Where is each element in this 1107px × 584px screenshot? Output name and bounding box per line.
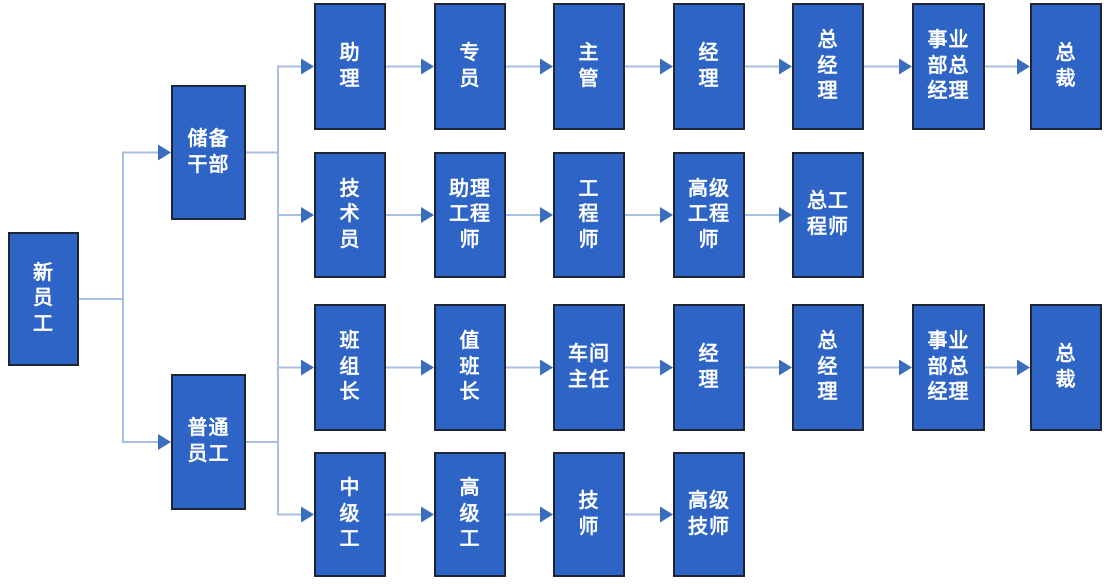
node-label: 工 程 师 <box>578 177 600 251</box>
node-label: 中 级 工 <box>339 477 361 551</box>
arrowhead-icon <box>660 506 673 523</box>
node-label: 高级 技师 <box>688 489 730 538</box>
node-general-manager-2: 总 经 理 <box>792 304 864 431</box>
node-label: 技 师 <box>578 489 600 538</box>
node-label: 专 员 <box>459 41 481 90</box>
arrowhead-icon <box>421 359 434 376</box>
node-label: 总 经 理 <box>817 29 839 103</box>
node-skilled-technician: 技 师 <box>553 452 625 577</box>
node-general-manager-1: 总 经 理 <box>792 3 864 130</box>
node-engineer: 工 程 师 <box>553 152 625 278</box>
arrowhead-icon <box>421 58 434 75</box>
node-label: 经 理 <box>698 41 720 90</box>
node-label: 班 组 长 <box>339 330 361 404</box>
node-label: 总 裁 <box>1055 342 1077 391</box>
node-workshop-director: 车间 主任 <box>553 304 625 431</box>
arrowhead-icon <box>421 207 434 223</box>
node-president-1: 总 裁 <box>1030 3 1102 130</box>
node-manager-2: 经 理 <box>673 304 745 431</box>
arrowhead-icon <box>301 359 314 376</box>
node-assistant: 助 理 <box>314 3 386 130</box>
arrowhead-icon <box>301 207 314 223</box>
arrowhead-icon <box>779 207 792 223</box>
node-team-leader: 班 组 长 <box>314 304 386 431</box>
node-reserve-cadre: 储备 干部 <box>171 85 246 220</box>
node-president-2: 总 裁 <box>1030 304 1102 431</box>
node-new-employee: 新 员 工 <box>8 232 79 366</box>
node-label: 高 级 工 <box>459 477 481 551</box>
arrowhead-icon <box>660 207 673 223</box>
node-label: 值 班 长 <box>459 330 481 404</box>
arrowhead-icon <box>779 359 792 376</box>
node-manager-1: 经 理 <box>673 3 745 130</box>
node-label: 助 理 <box>339 41 361 90</box>
node-intermediate-worker: 中 级 工 <box>314 452 386 577</box>
node-label: 主 管 <box>578 41 600 90</box>
node-senior-worker: 高 级 工 <box>434 452 506 577</box>
node-label: 技 术 员 <box>339 177 361 251</box>
arrowhead-icon <box>540 506 553 523</box>
node-label: 经 理 <box>698 342 720 391</box>
arrowhead-icon <box>660 58 673 75</box>
node-chief-engineer: 总工 程师 <box>792 152 864 278</box>
node-label: 助理 工程 师 <box>449 177 491 251</box>
node-division-gm-1: 事业 部总 经理 <box>912 3 985 130</box>
node-label: 总 经 理 <box>817 330 839 404</box>
arrowhead-icon <box>540 207 553 223</box>
arrowhead-icon <box>540 58 553 75</box>
arrowhead-icon <box>779 58 792 75</box>
node-assistant-engineer: 助理 工程 师 <box>434 152 506 278</box>
arrowhead-icon <box>421 506 434 523</box>
node-label: 总 裁 <box>1055 41 1077 90</box>
node-technician: 技 术 员 <box>314 152 386 278</box>
node-label: 普通 员工 <box>187 417 230 465</box>
node-ordinary-employee: 普通 员工 <box>171 374 246 510</box>
node-label: 储备 干部 <box>187 127 230 176</box>
node-specialist: 专 员 <box>434 3 506 130</box>
arrowhead-icon <box>899 58 912 75</box>
node-label: 事业 部总 经理 <box>927 29 970 103</box>
node-division-gm-2: 事业 部总 经理 <box>912 304 985 431</box>
arrowhead-icon <box>899 359 912 376</box>
node-supervisor: 主 管 <box>553 3 625 130</box>
node-shift-leader: 值 班 长 <box>434 304 506 431</box>
arrowhead-icon <box>158 434 171 450</box>
arrowhead-icon <box>1017 359 1030 376</box>
arrowhead-icon <box>158 144 171 161</box>
arrowhead-icon <box>660 359 673 376</box>
arrowhead-icon <box>1017 58 1030 75</box>
node-senior-technician: 高级 技师 <box>673 452 745 577</box>
node-senior-engineer: 高级 工程 师 <box>673 152 745 278</box>
node-label: 总工 程师 <box>807 190 849 238</box>
arrowhead-icon <box>540 359 553 376</box>
node-label: 事业 部总 经理 <box>927 330 970 404</box>
arrowhead-icon <box>301 58 314 75</box>
arrowhead-icon <box>301 506 314 523</box>
node-label: 新 员 工 <box>33 261 54 335</box>
node-label: 车间 主任 <box>568 342 610 391</box>
node-label: 高级 工程 师 <box>688 177 730 251</box>
